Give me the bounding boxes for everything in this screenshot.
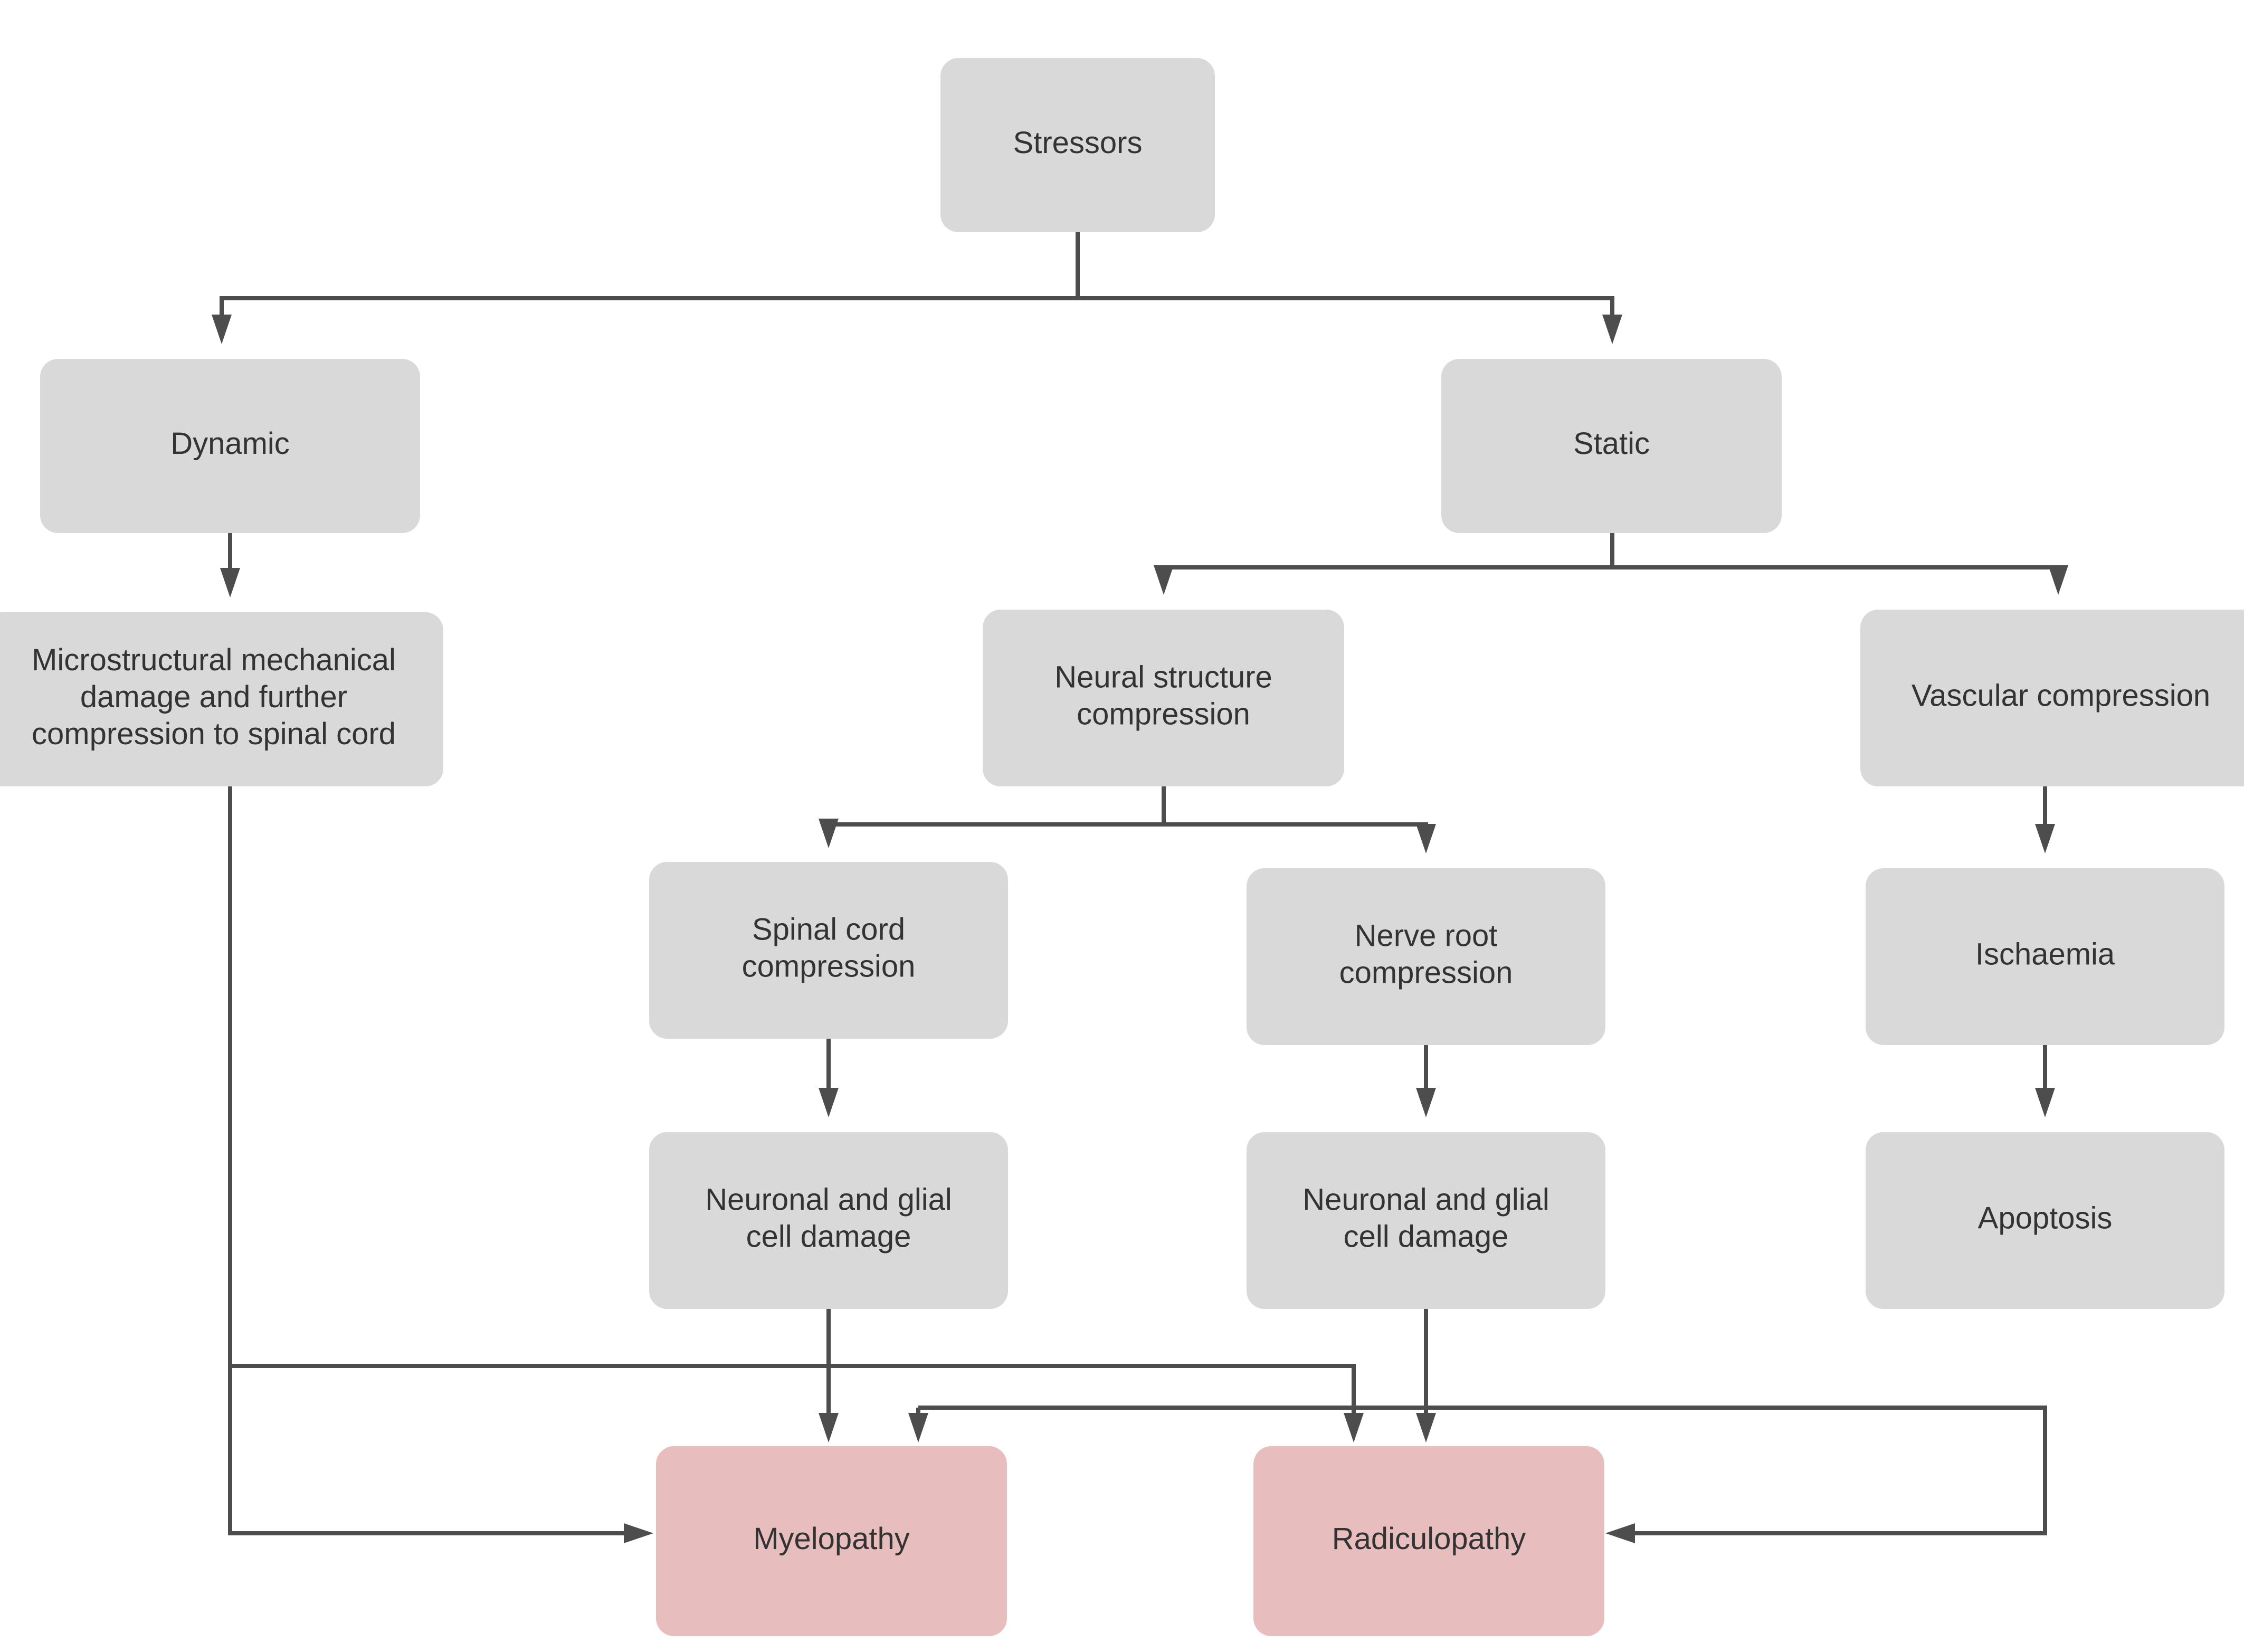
node-box-dynamic[interactable] <box>40 359 420 533</box>
arrow-spinal-cord <box>819 819 839 848</box>
arrow-static <box>1602 315 1622 344</box>
arrow-neuronal-right <box>1416 1088 1436 1117</box>
edge-stressors-to-dynamic <box>220 232 1080 338</box>
node-box-spinal-cord-compression[interactable] <box>649 862 1008 1039</box>
arrow-dynamic <box>212 315 232 344</box>
node-box-neuronal-glial-damage-left[interactable] <box>649 1132 1008 1309</box>
node-box-myelopathy[interactable] <box>656 1446 1007 1636</box>
arrow-neuronal-left <box>819 1088 839 1117</box>
node-box-nerve-root-compression[interactable] <box>1247 868 1605 1045</box>
edge-neural-to-nerve-root <box>1162 786 1428 847</box>
node-apoptosis[interactable]: Apoptosis <box>1866 1132 2224 1309</box>
edge-neuronal-left-to-radiculopathy <box>230 1364 1356 1425</box>
arrowheads-layer <box>212 315 2068 1543</box>
node-ischaemia[interactable]: Ischaemia <box>1866 868 2224 1045</box>
node-box-neuronal-glial-damage-right[interactable] <box>1247 1132 1605 1309</box>
node-box-neural-structure-compression[interactable] <box>983 610 1344 786</box>
edge-stressors-to-static <box>1076 232 1614 338</box>
node-label-vascular-compression: Vascular compression <box>1912 679 2210 713</box>
edge-static-to-neural-structure <box>1162 533 1614 588</box>
node-box-static[interactable] <box>1441 359 1782 533</box>
node-label-ischaemia: Ischaemia <box>1975 937 2115 972</box>
node-label-stressors: Stressors <box>1013 126 1143 160</box>
arrow-neural-structure <box>1154 565 1174 595</box>
node-label-apoptosis: Apoptosis <box>1978 1201 2113 1236</box>
node-static[interactable]: Static <box>1441 359 1782 533</box>
arrow-radiculopathy-right <box>1605 1523 1635 1543</box>
node-label-static: Static <box>1573 426 1650 461</box>
node-label-dynamic: Dynamic <box>170 426 290 461</box>
node-stressors[interactable]: Stressors <box>940 58 1215 232</box>
node-box-microstructural[interactable] <box>0 612 443 786</box>
arrow-radiculopathy-top-2 <box>1416 1413 1436 1442</box>
node-box-ischaemia[interactable] <box>1866 868 2224 1045</box>
arrow-radiculopathy-top-1 <box>1344 1413 1364 1442</box>
node-box-apoptosis[interactable] <box>1866 1132 2224 1309</box>
arrow-ischaemia <box>2035 824 2055 853</box>
arrow-microstructural <box>220 568 240 597</box>
arrow-vascular <box>2048 565 2068 595</box>
node-label-myelopathy: Myelopathy <box>753 1522 910 1556</box>
node-dynamic[interactable]: Dynamic <box>40 359 420 533</box>
node-box-radiculopathy[interactable] <box>1253 1446 1604 1636</box>
edge-microstructural-to-myelopathy <box>228 786 635 1535</box>
node-box-stressors[interactable] <box>940 58 1215 232</box>
arrow-nerve-root <box>1416 824 1436 853</box>
node-label-radiculopathy: Radiculopathy <box>1332 1522 1526 1556</box>
arrow-myelopathy-top-2 <box>908 1413 928 1442</box>
edge-neural-to-spinal-cord <box>826 786 1166 842</box>
node-box-vascular-compression[interactable] <box>1860 610 2244 786</box>
node-myelopathy[interactable]: Myelopathy <box>656 1446 1007 1636</box>
edge-static-to-vascular <box>1610 533 2060 588</box>
arrow-myelopathy-left <box>624 1523 653 1543</box>
node-radiculopathy[interactable]: Radiculopathy <box>1253 1446 1604 1636</box>
arrow-apoptosis <box>2035 1088 2055 1117</box>
edge-apoptosis-to-myelopathy <box>918 1406 2047 1535</box>
node-vascular-compression[interactable]: Vascular compression <box>1860 610 2244 786</box>
edges-layer <box>220 232 2060 1535</box>
arrow-myelopathy-top-1 <box>819 1413 839 1442</box>
